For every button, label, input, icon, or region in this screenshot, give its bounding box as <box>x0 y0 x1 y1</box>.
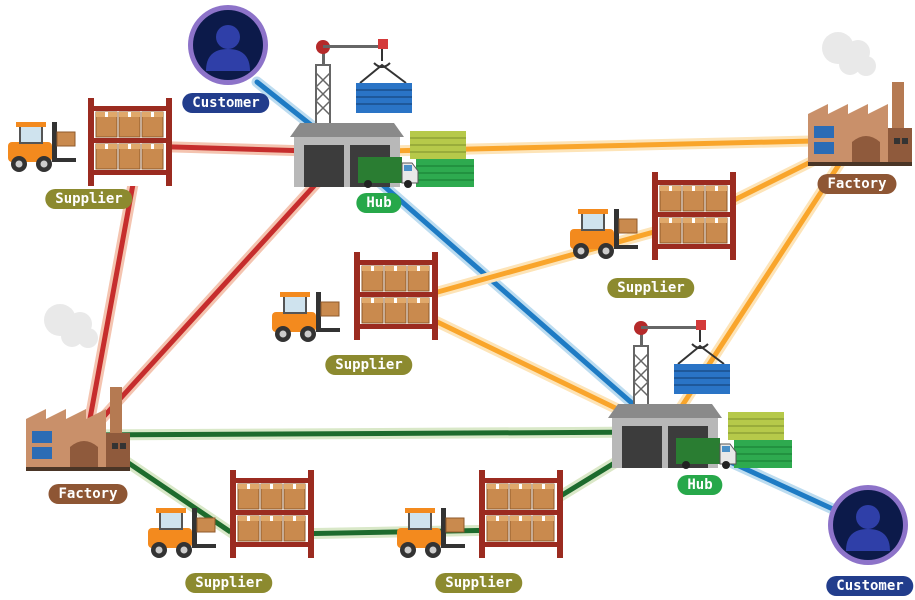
forklift-icon <box>7 121 77 173</box>
customer-icon <box>188 5 268 85</box>
label-supplier-bottom-mid: Supplier <box>435 573 523 593</box>
link-supplier-center-to-supplier-right <box>392 216 696 309</box>
label-customer-top: Customer <box>182 93 270 113</box>
label-customer-bottom: Customer <box>826 576 914 596</box>
smoke-icon <box>44 304 98 348</box>
link-line-orange <box>395 219 693 306</box>
label-supplier-right: Supplier <box>607 278 695 298</box>
pallet-shelf-icon <box>229 469 315 559</box>
hub-warehouse-icon <box>289 38 475 189</box>
factory-icon <box>808 82 912 166</box>
pallet-shelf-icon <box>353 251 439 341</box>
label-supplier-top-left: Supplier <box>45 189 133 209</box>
label-factory-right: Factory <box>817 174 897 194</box>
factory-icon <box>26 387 130 471</box>
link-line-red <box>84 149 348 438</box>
link-line-green <box>84 429 668 438</box>
label-hub-bottom: Hub <box>677 475 723 495</box>
customer-icon <box>828 485 908 565</box>
smoke-icon <box>822 32 876 76</box>
link-hub-top-to-factory-left <box>81 146 351 441</box>
pallet-shelf-icon <box>87 97 173 187</box>
label-hub-top: Hub <box>356 193 402 213</box>
pallet-shelf-icon <box>478 469 564 559</box>
forklift-icon <box>271 291 341 343</box>
link-factory-left-to-hub-bottom <box>81 426 671 441</box>
label-supplier-bottom-left: Supplier <box>185 573 273 593</box>
hub-warehouse-icon <box>607 319 793 470</box>
label-supplier-center: Supplier <box>325 355 413 375</box>
pallet-shelf-icon <box>651 171 737 261</box>
label-factory-left: Factory <box>48 484 128 504</box>
